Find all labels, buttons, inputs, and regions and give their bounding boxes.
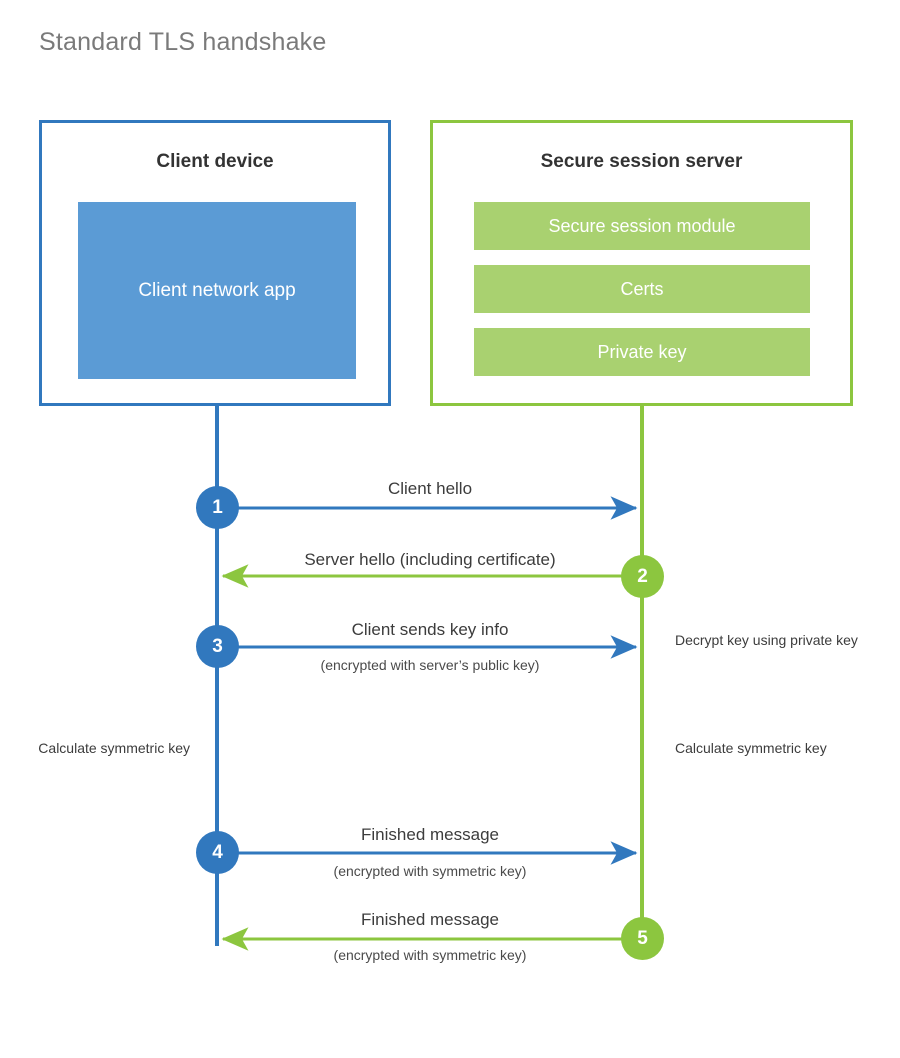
server-lifeline [640, 403, 644, 940]
step-marker-5[interactable]: 5 [621, 917, 664, 960]
client-network-app-block: Client network app [78, 202, 356, 379]
message-label-step-3: Client sends key info [351, 620, 509, 639]
server-module-private-key: Private key [474, 328, 810, 376]
server-module-certs: Certs [474, 265, 810, 313]
message-sublabel-step-5: (encrypted with symmetric key) [333, 947, 527, 963]
client-device-box: Client device Client network app [39, 120, 391, 406]
page-title: Standard TLS handshake [39, 28, 327, 56]
annotation-server-calculate-symmetric-key: Calculate symmetric key [675, 740, 827, 756]
client-lifeline [215, 403, 219, 946]
client-network-app-label: Client network app [138, 280, 296, 301]
step-marker-4[interactable]: 4 [196, 831, 239, 874]
message-label-step-2: Server hello (including certificate) [304, 550, 556, 569]
secure-session-server-box: Secure session server Secure session mod… [430, 120, 853, 406]
server-module-secure-session-module: Secure session module [474, 202, 810, 250]
annotation-client-calculate-symmetric-key: Calculate symmetric key [38, 740, 190, 756]
secure-session-server-title: Secure session server [540, 151, 743, 172]
step-marker-2[interactable]: 2 [621, 555, 664, 598]
annotation-decrypt-key: Decrypt key using private key [675, 632, 858, 648]
step-marker-3[interactable]: 3 [196, 625, 239, 668]
step-marker-1[interactable]: 1 [196, 486, 239, 529]
message-label-step-5: Finished message [361, 910, 499, 929]
message-label-step-1: Client hello [387, 479, 473, 498]
message-label-step-4: Finished message [361, 825, 499, 844]
message-sublabel-step-4: (encrypted with symmetric key) [333, 863, 527, 879]
client-device-title: Client device [156, 151, 274, 172]
message-sublabel-step-3: (encrypted with server’s public key) [320, 657, 540, 673]
